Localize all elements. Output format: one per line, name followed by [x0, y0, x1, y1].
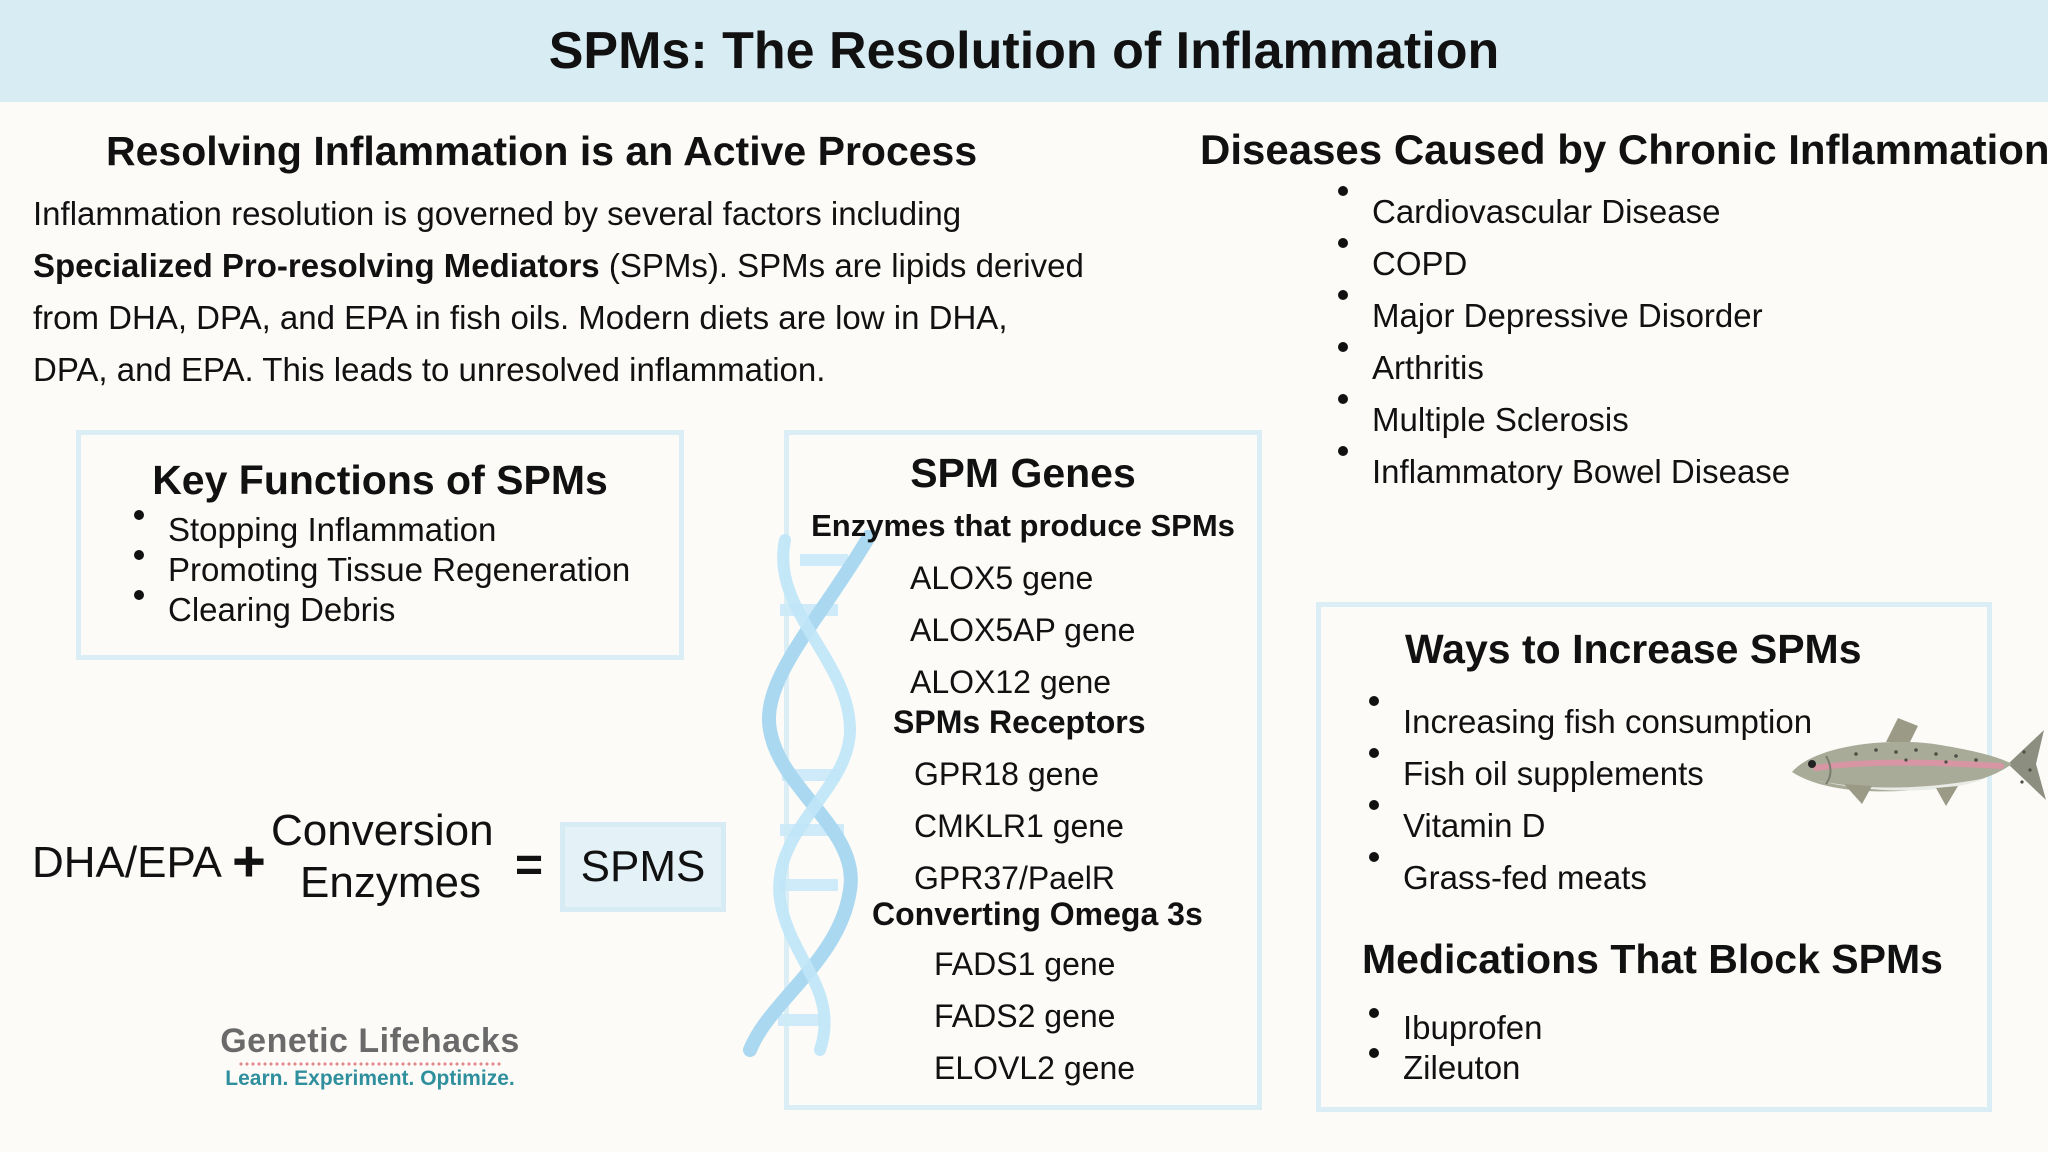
- key-function-item: Clearing Debris: [128, 590, 679, 630]
- disease-item: Arthritis: [1332, 342, 1790, 394]
- key-functions-heading: Key Functions of SPMs: [152, 457, 608, 503]
- meds-list: Ibuprofen Zileuton: [1363, 1008, 1542, 1088]
- equation-enzyme-line-2: Enzymes: [300, 858, 481, 907]
- equation-result: SPMS: [580, 842, 706, 891]
- enzymes-heading: Enzymes that produce SPMs: [811, 508, 1235, 543]
- omega-gene: FADS1 gene: [934, 946, 1116, 982]
- intro-paragraph: Inflammation resolution is governed by s…: [33, 188, 1153, 396]
- logo-tagline: Learn. Experiment. Optimize.: [225, 1067, 515, 1090]
- intro-bold-term: Specialized Pro-resolving Mediators: [33, 247, 600, 284]
- key-function-item: Promoting Tissue Regeneration: [128, 550, 679, 590]
- intro-line-2: Specialized Pro-resolving Mediators (SPM…: [33, 240, 1153, 292]
- receptor-gene: GPR18 gene: [914, 756, 1100, 792]
- title-bar: SPMs: The Resolution of Inflammation: [0, 0, 2048, 102]
- equation-result-box: SPMS: [560, 822, 726, 912]
- key-functions-box: Key Functions of SPMs Stopping Inflammat…: [76, 430, 684, 660]
- receptors-heading: SPMs Receptors: [893, 704, 1146, 740]
- ways-list: Increasing fish consumption Fish oil sup…: [1363, 696, 1812, 904]
- enzyme-gene: ALOX5AP gene: [910, 612, 1136, 648]
- disease-item: Cardiovascular Disease: [1332, 186, 1790, 238]
- equation-equals: =: [515, 839, 544, 892]
- omega-heading: Converting Omega 3s: [872, 896, 1203, 932]
- med-item: Zileuton: [1363, 1048, 1542, 1088]
- logo-name: Genetic Lifehacks: [220, 1022, 520, 1060]
- enzyme-gene: ALOX12 gene: [910, 664, 1112, 700]
- logo: Genetic Lifehacks Learn. Experiment. Opt…: [200, 1022, 540, 1091]
- med-item: Ibuprofen: [1363, 1008, 1542, 1048]
- key-functions-list: Stopping Inflammation Promoting Tissue R…: [128, 510, 679, 630]
- disease-item: Inflammatory Bowel Disease: [1332, 446, 1790, 498]
- way-item: Fish oil supplements: [1363, 748, 1812, 800]
- meds-heading: Medications That Block SPMs: [1362, 936, 1943, 982]
- way-item: Vitamin D: [1363, 800, 1812, 852]
- diseases-list: Cardiovascular Disease COPD Major Depres…: [1332, 186, 1790, 498]
- trout-fish-icon: [1792, 718, 2046, 806]
- diseases-heading: Diseases Caused by Chronic Inflammation: [1200, 126, 2048, 173]
- dna-helix-icon: [743, 530, 877, 1057]
- intro-line-1: Inflammation resolution is governed by s…: [33, 195, 962, 232]
- receptor-gene: CMKLR1 gene: [914, 808, 1124, 844]
- intro-line-4: DPA, and EPA. This leads to unresolved i…: [33, 351, 826, 388]
- intro-line-2-rest: (SPMs). SPMs are lipids derived: [599, 247, 1084, 284]
- page-title: SPMs: The Resolution of Inflammation: [548, 22, 1500, 80]
- key-function-item: Stopping Inflammation: [128, 510, 679, 550]
- equation-enzyme-line-1: Conversion: [271, 806, 494, 855]
- receptor-gene: GPR37/PaelR: [914, 860, 1115, 896]
- way-item: Grass-fed meats: [1363, 852, 1812, 904]
- ways-box: [1316, 602, 1992, 1112]
- disease-item: COPD: [1332, 238, 1790, 290]
- intro-line-3: from DHA, DPA, and EPA in fish oils. Mod…: [33, 299, 1008, 336]
- disease-item: Major Depressive Disorder: [1332, 290, 1790, 342]
- ways-heading: Ways to Increase SPMs: [1405, 626, 1862, 672]
- omega-gene: FADS2 gene: [934, 998, 1116, 1034]
- way-item: Increasing fish consumption: [1363, 696, 1812, 748]
- intro-heading: Resolving Inflammation is an Active Proc…: [106, 128, 978, 174]
- enzyme-gene: ALOX5 gene: [910, 560, 1094, 596]
- disease-item: Multiple Sclerosis: [1332, 394, 1790, 446]
- equation-plus: +: [232, 829, 266, 894]
- omega-gene: ELOVL2 gene: [934, 1050, 1136, 1086]
- logo-dots: [238, 1062, 502, 1066]
- equation-input: DHA/EPA: [32, 838, 222, 887]
- spm-genes-heading: SPM Genes: [910, 450, 1136, 496]
